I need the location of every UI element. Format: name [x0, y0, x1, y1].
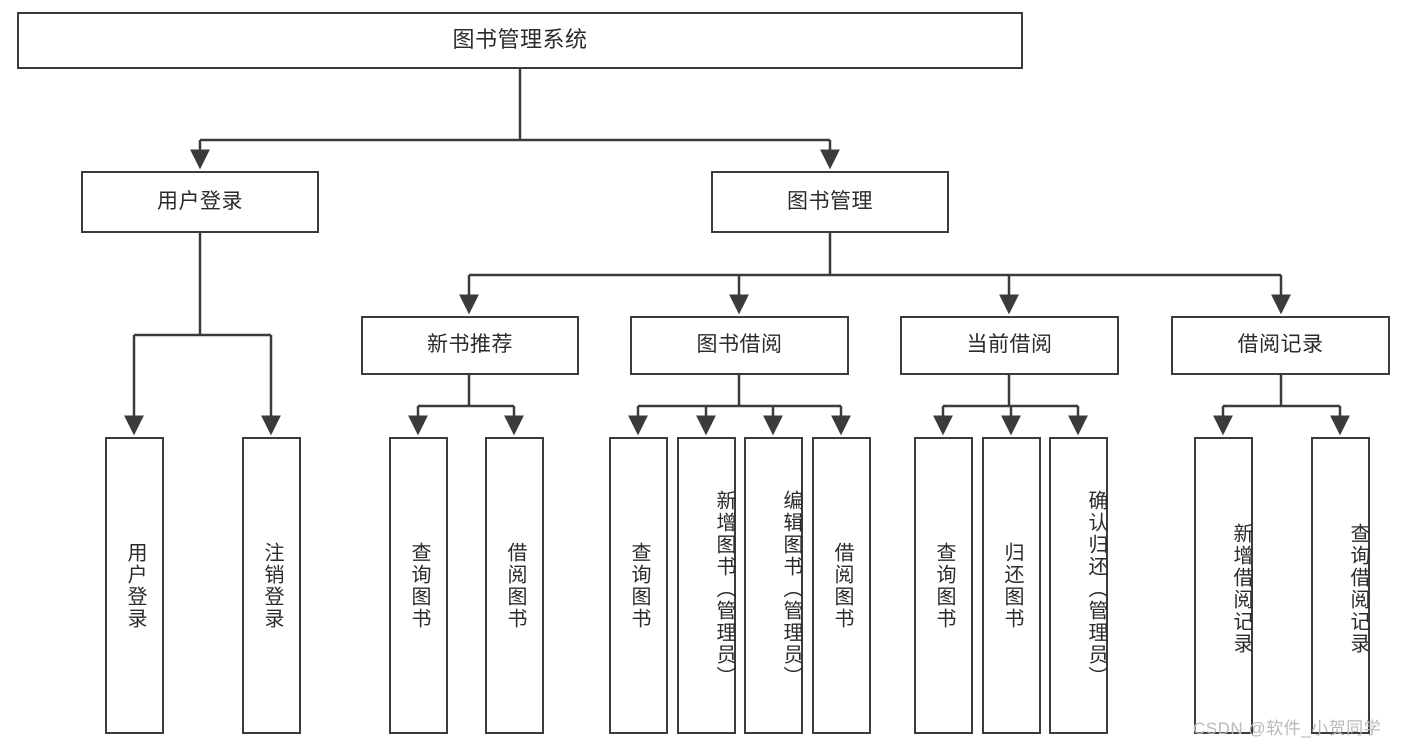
csdn-watermark: CSDN @软件_小贺同学: [1193, 719, 1382, 738]
leaf-add-book-admin: 新增图书（管理员）: [677, 437, 736, 734]
leaf-query-book-borrow: 查询图书: [609, 437, 668, 734]
node-root: 图书管理系统: [17, 12, 1023, 69]
leaf-return-book: 归还图书: [982, 437, 1041, 734]
leaf-query-book-current: 查询图书: [914, 437, 973, 734]
node-book-borrow: 图书借阅: [630, 316, 849, 375]
leaf-logout: 注销登录: [242, 437, 301, 734]
leaf-edit-book-admin: 编辑图书（管理员）: [744, 437, 803, 734]
leaf-query-borrow-record: 查询借阅记录: [1311, 437, 1370, 734]
node-new-book-recommend: 新书推荐: [361, 316, 579, 375]
node-borrow-record: 借阅记录: [1171, 316, 1390, 375]
leaf-borrow-book-newbook: 借阅图书: [485, 437, 544, 734]
leaf-query-book-newbook: 查询图书: [389, 437, 448, 734]
node-user-login: 用户登录: [81, 171, 319, 233]
node-book-manage: 图书管理: [711, 171, 949, 233]
leaf-user-login: 用户登录: [105, 437, 164, 734]
leaf-confirm-return-admin: 确认归还（管理员）: [1049, 437, 1108, 734]
node-current-borrow: 当前借阅: [900, 316, 1119, 375]
leaf-borrow-book-borrow: 借阅图书: [812, 437, 871, 734]
leaf-add-borrow-record: 新增借阅记录: [1194, 437, 1253, 734]
